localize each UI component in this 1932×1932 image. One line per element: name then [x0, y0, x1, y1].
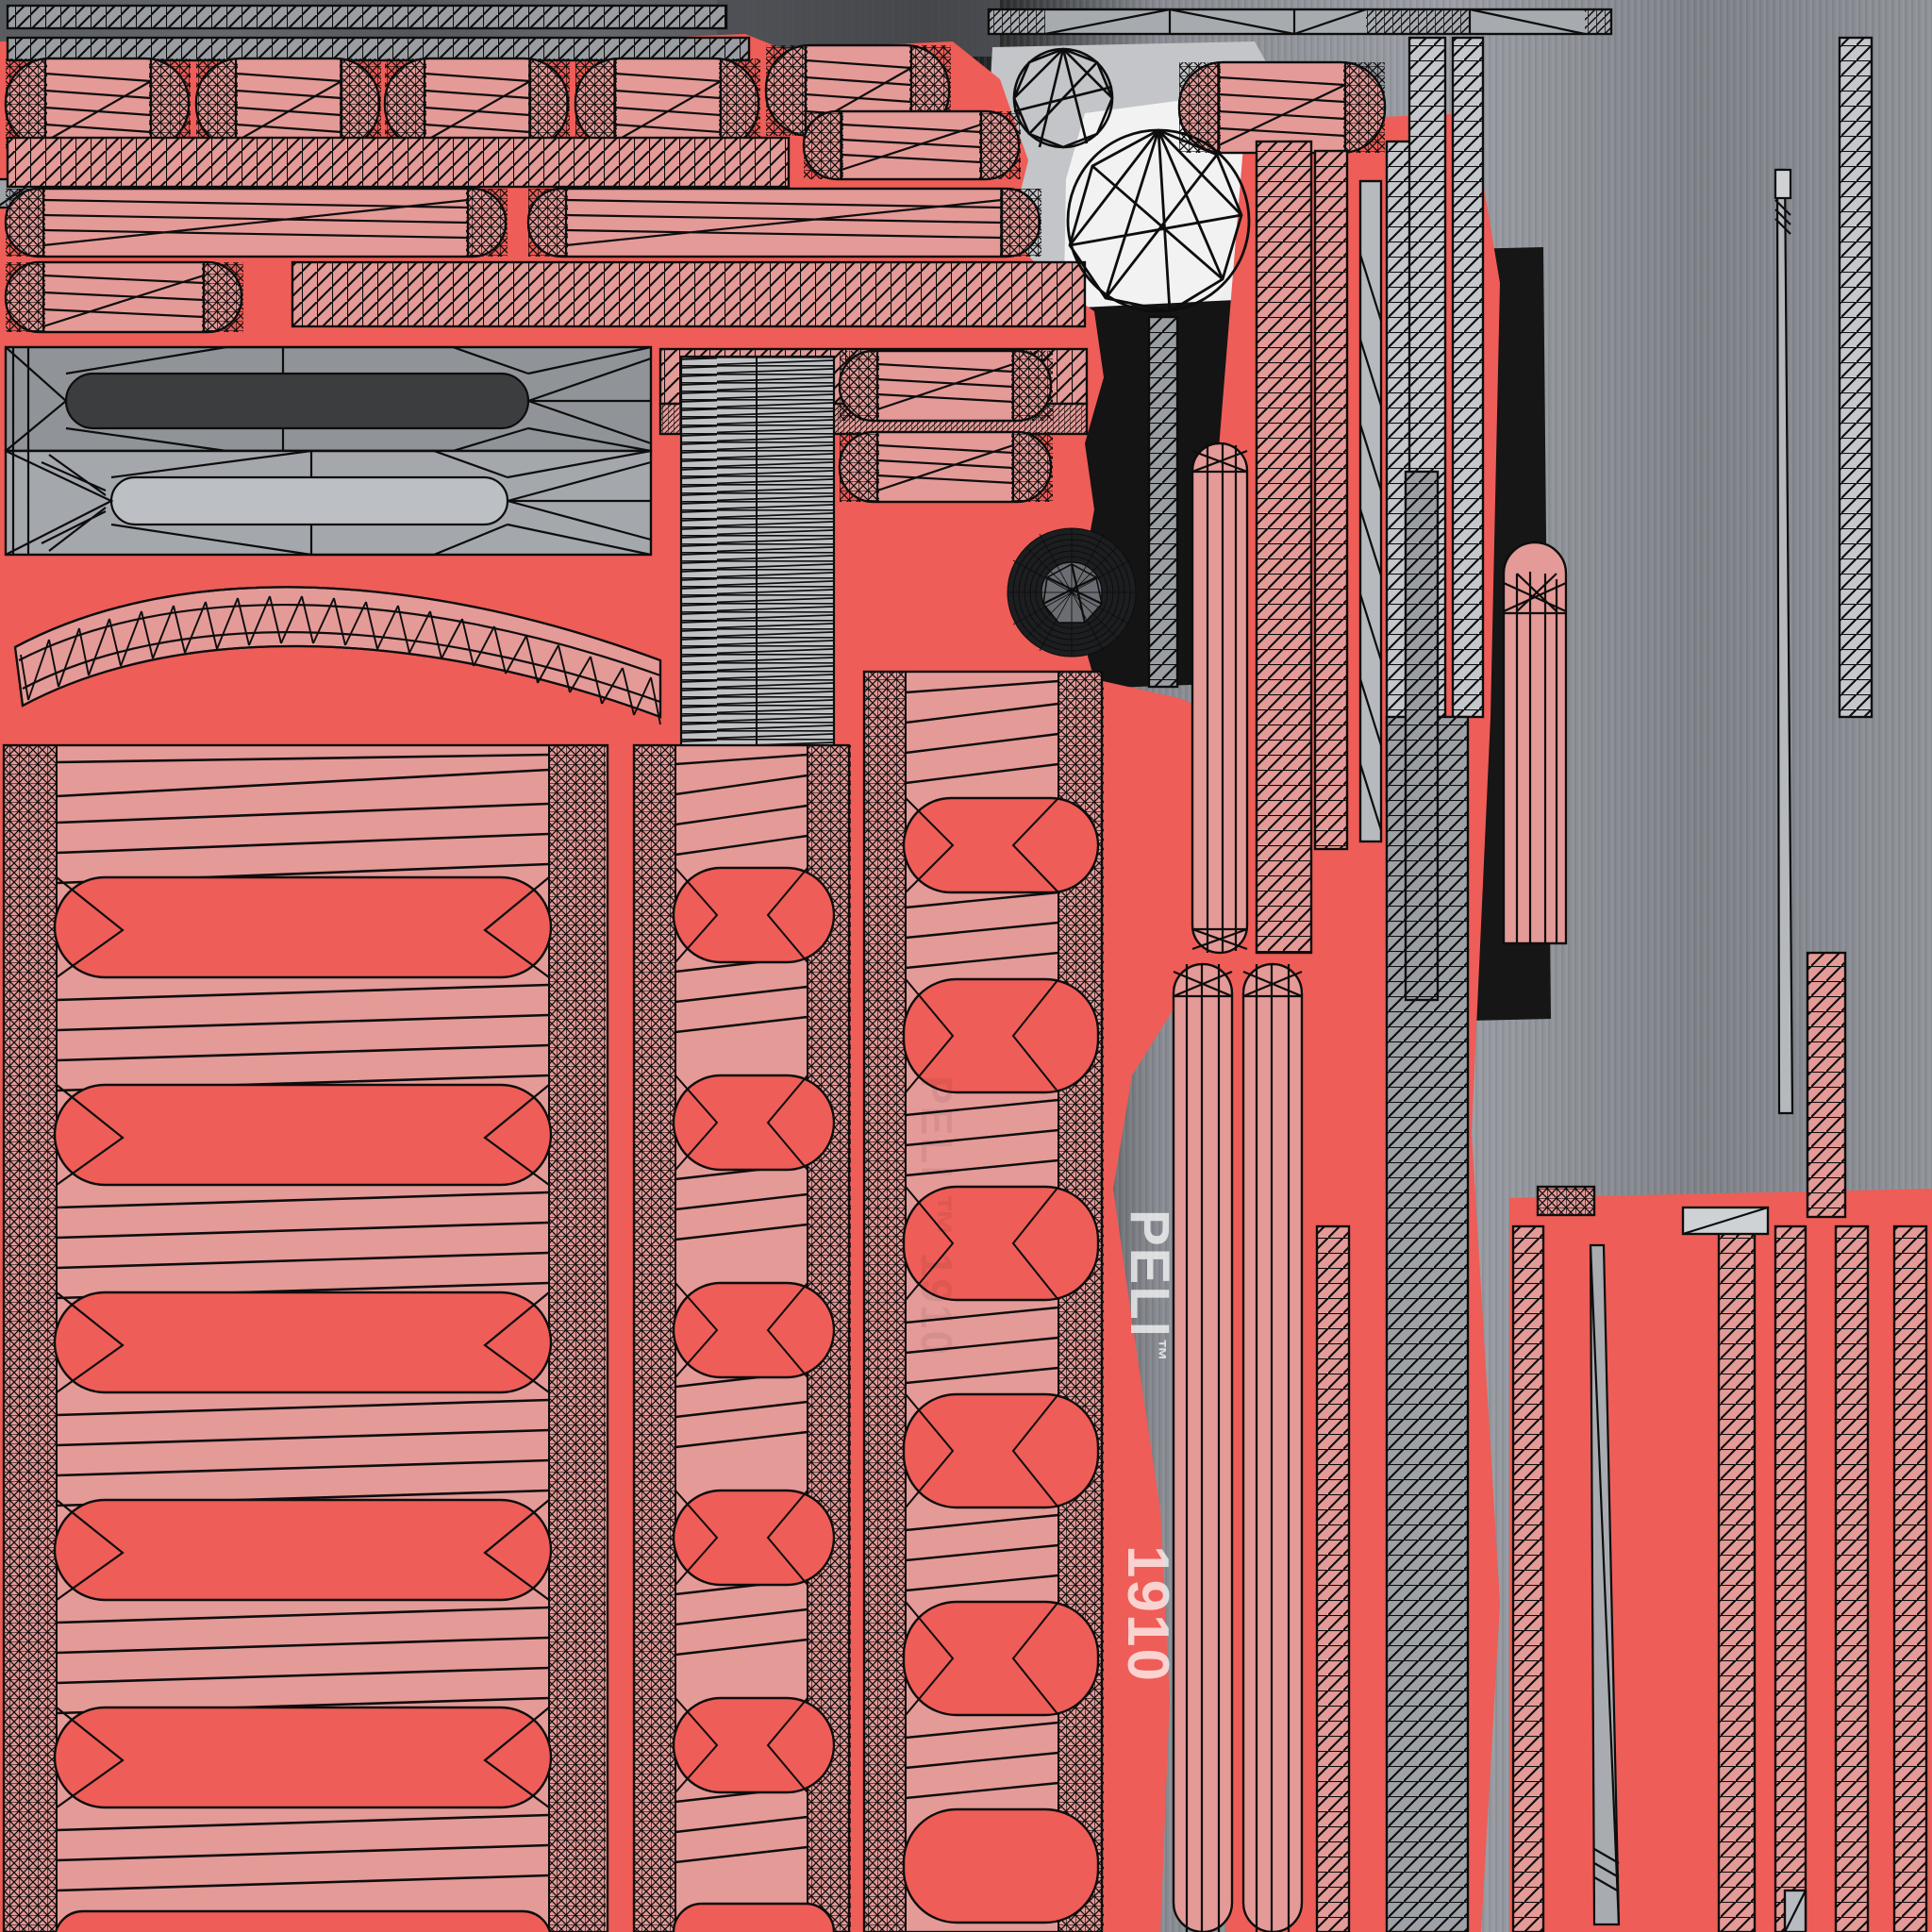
vstrip-8 [1172, 962, 1234, 1932]
vstrip-12 [1511, 1224, 1545, 1932]
capsule-top-3 [383, 57, 570, 151]
long-capsule-4 [4, 260, 243, 334]
vstrip-2 [1313, 149, 1349, 851]
handle-bar-dark [4, 345, 653, 453]
long-capsule-3 [526, 187, 1041, 258]
long-capsule-2 [4, 187, 508, 258]
long-hatch-bar-1 [6, 136, 791, 189]
vstrip-13 [1717, 1224, 1757, 1932]
vstrip-10 [1315, 1224, 1351, 1932]
top-wire-bar-left-2 [6, 36, 751, 62]
mini-island-3 [1783, 1889, 1807, 1932]
vstrip-far-right-top [1838, 36, 1874, 719]
handle-bar-light [4, 449, 653, 557]
vstrip-9 [1241, 962, 1304, 1932]
top-wire-bar-left-1 [6, 4, 728, 30]
vstrip-1 [1255, 140, 1313, 955]
vstrip-far-right-mid [1806, 951, 1847, 1219]
bottom-column-mid [632, 743, 851, 1932]
vstrip-15 [1834, 1224, 1870, 1932]
mini-island-2 [1536, 1185, 1596, 1217]
spiral-ring-disc [1007, 527, 1137, 658]
vstrip-6 [1451, 36, 1485, 719]
top-wire-bar-right [987, 8, 1613, 36]
capsule-mid-2 [838, 349, 1053, 423]
capsule-top-6 [1177, 60, 1387, 155]
vstrip-needle-2 [1589, 1243, 1621, 1926]
capsule-top-1 [4, 57, 191, 151]
capsule-mid-3 [838, 430, 1053, 504]
capsule-mid-1 [802, 109, 1021, 181]
mini-island-1 [1681, 1206, 1770, 1236]
latch-grille-panel [679, 355, 836, 755]
capsule-top-4 [574, 57, 760, 151]
vstrip-3 [1358, 179, 1383, 843]
curved-lid-arc [13, 586, 662, 725]
bottom-column-right [862, 670, 1104, 1932]
vstrip-14 [1774, 1224, 1807, 1932]
right-capsule-tab [1502, 541, 1568, 945]
polygon-disc-small [1012, 47, 1114, 149]
vstrip-11 [1385, 715, 1470, 1932]
vstrip-needle [1774, 168, 1794, 1115]
capsule-top-2 [194, 57, 381, 151]
black-right-ribbed-strip [1404, 470, 1440, 1002]
vstrip-16 [1892, 1224, 1928, 1932]
long-hatch-bar-5 [291, 260, 1087, 328]
vstrip-7 [1191, 441, 1249, 955]
bottom-column-left [2, 743, 609, 1932]
black-panel-ribbed-strip [1147, 315, 1179, 689]
polygon-disc-large [1066, 128, 1251, 313]
